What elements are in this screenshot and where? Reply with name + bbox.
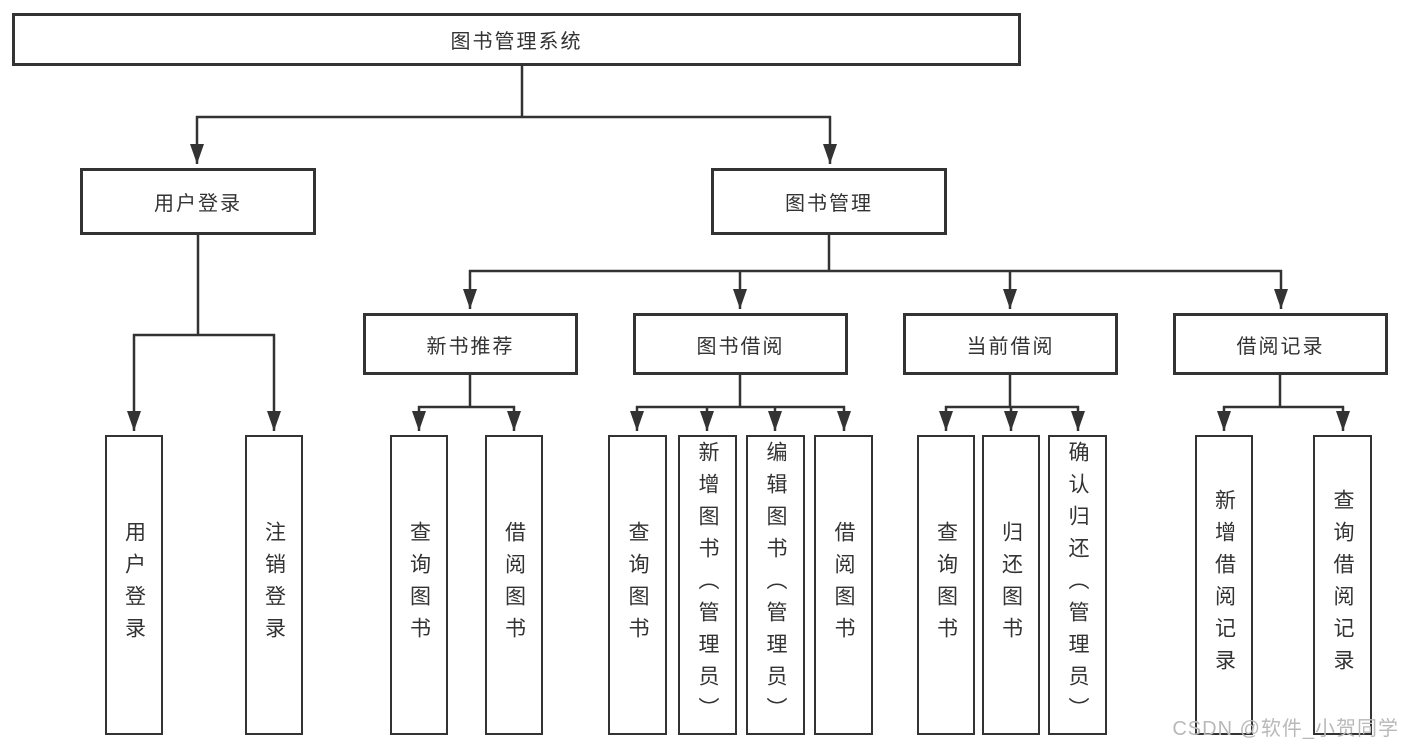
node-book-borrow: 图书借阅 (633, 313, 848, 375)
node-user-login-branch-label: 用户登录 (154, 193, 242, 215)
leaf-bb-add-books-admin: 新增图书（管理员） (678, 435, 737, 735)
leaf-br-add-record: 新增借阅记录 (1195, 435, 1253, 735)
node-root-label: 图书管理系统 (450, 31, 583, 53)
node-current-borrow-label: 当前借阅 (966, 335, 1055, 358)
leaf-nb-borrow-books: 借阅图书 (485, 435, 543, 735)
node-new-book-recommend-label: 新书推荐 (426, 335, 515, 358)
leaf-cb-return-books: 归还图书 (982, 435, 1040, 735)
csdn-watermark: CSDN @软件_小贺同学 (1172, 718, 1399, 740)
node-user-login-branch: 用户登录 (80, 168, 316, 235)
leaf-bb-query-books: 查询图书 (608, 435, 667, 735)
leaf-cb-query-books: 查询图书 (917, 435, 975, 735)
leaf-bb-edit-books-admin: 编辑图书（管理员） (746, 435, 805, 735)
leaf-cb-confirm-return-admin: 确认归还（管理员） (1048, 435, 1107, 735)
node-new-book-recommend: 新书推荐 (363, 313, 578, 375)
node-borrow-records: 借阅记录 (1173, 313, 1388, 375)
node-book-borrow-label: 图书借阅 (696, 335, 785, 358)
leaf-bb-query-books-label: 查询图书 (626, 521, 649, 649)
leaf-bb-edit-books-admin-label: 编辑图书（管理员） (764, 441, 787, 729)
leaf-nb-borrow-books-label: 借阅图书 (502, 521, 526, 649)
leaf-bb-add-books-admin-label: 新增图书（管理员） (696, 441, 719, 729)
node-root-system: 图书管理系统 (12, 13, 1021, 66)
leaf-br-query-record-label: 查询借阅记录 (1331, 489, 1354, 681)
leaf-br-query-record: 查询借阅记录 (1313, 435, 1372, 735)
leaf-nb-query-books: 查询图书 (390, 435, 448, 735)
leaf-bb-borrow-books: 借阅图书 (814, 435, 873, 735)
leaf-cb-query-books-label: 查询图书 (934, 521, 958, 649)
leaf-logout: 注销登录 (245, 435, 303, 735)
leaf-user-login: 用户登录 (105, 435, 163, 735)
node-borrow-records-label: 借阅记录 (1236, 335, 1325, 358)
node-current-borrow: 当前借阅 (903, 313, 1118, 375)
node-book-management: 图书管理 (711, 168, 947, 235)
leaf-cb-return-books-label: 归还图书 (999, 521, 1023, 649)
node-book-management-label: 图书管理 (785, 193, 873, 215)
leaf-nb-query-books-label: 查询图书 (407, 521, 431, 649)
leaf-user-login-label: 用户登录 (122, 521, 146, 649)
leaf-br-add-record-label: 新增借阅记录 (1212, 489, 1236, 681)
leaf-bb-borrow-books-label: 借阅图书 (832, 521, 855, 649)
leaf-logout-label: 注销登录 (262, 521, 286, 649)
leaf-cb-confirm-return-admin-label: 确认归还（管理员） (1066, 441, 1089, 729)
